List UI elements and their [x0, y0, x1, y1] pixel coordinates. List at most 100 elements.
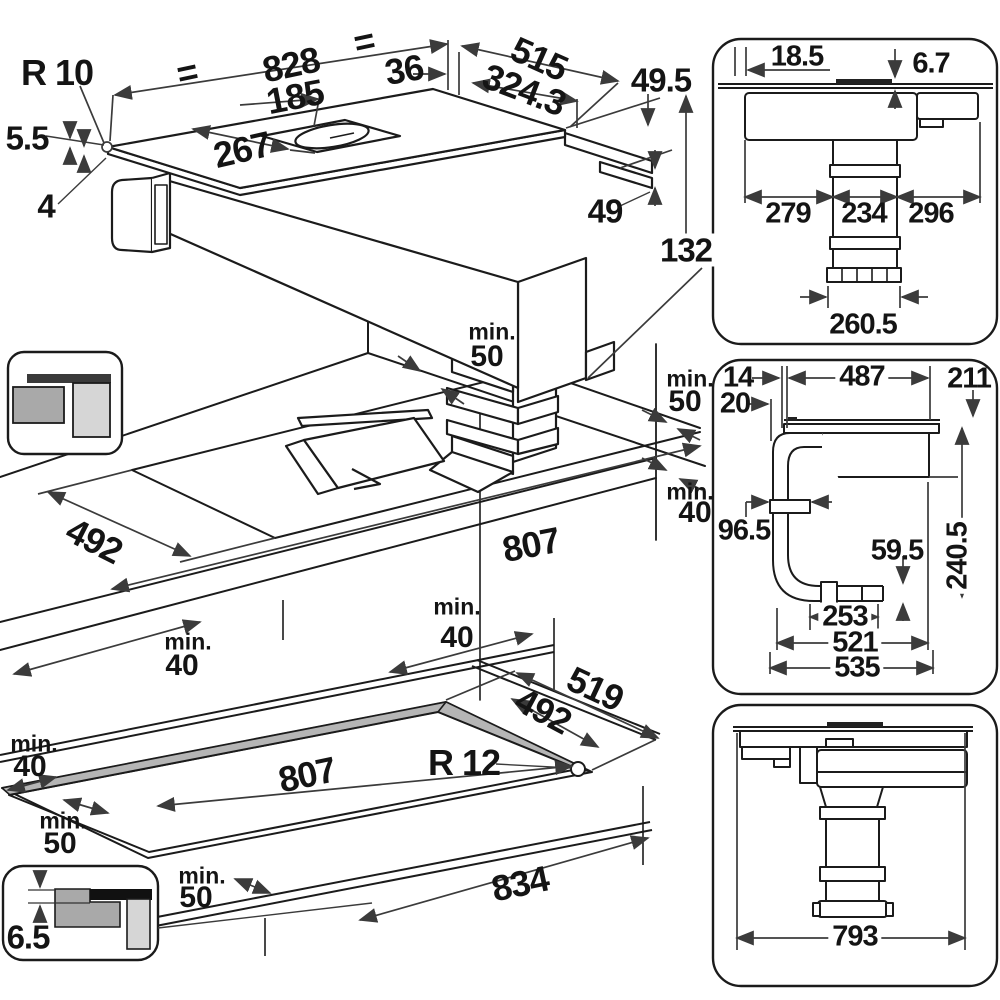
ext-793 — [736, 733, 966, 950]
iso-scene — [0, 275, 706, 701]
dim-r12: R 12 — [427, 742, 501, 783]
dim-234: 234 — [841, 197, 887, 230]
dim-260-5: 260.5 — [829, 308, 898, 341]
dim-18-5: 18.5 — [770, 40, 824, 73]
column-transition — [819, 786, 884, 808]
min50-right-arrow-a — [641, 407, 668, 423]
min50-back-arrow-b — [440, 387, 465, 405]
ext-267 — [289, 149, 316, 154]
extractor-inlet — [294, 122, 370, 150]
duct-collar-mid — [769, 499, 811, 514]
min-50-back: 50 — [470, 340, 504, 373]
min-40-plan-top: 40 — [440, 621, 474, 654]
appliance-block — [12, 386, 65, 424]
ref-chassis-bottom — [587, 267, 703, 379]
r10-leader — [79, 85, 105, 144]
hob-body-mid — [821, 432, 930, 478]
min-50-right: 50 — [668, 385, 702, 418]
duct-flange — [826, 267, 902, 283]
min-label-plan-front: min. — [178, 862, 226, 889]
dim-828-line — [113, 39, 449, 100]
inlet-cover-bar — [836, 79, 892, 84]
ext-185 — [313, 93, 321, 127]
dim-49: 49 — [587, 192, 624, 230]
foot-tab-left — [812, 902, 821, 917]
glass-section-mid — [783, 423, 940, 434]
ext-519-b — [591, 739, 656, 771]
dim-132: 132 — [655, 233, 717, 267]
pedestal-collar-1 — [445, 386, 520, 426]
panel-top-view — [711, 37, 999, 346]
extractor-inlet-tick — [329, 132, 355, 139]
dim-59-5: 59.5 — [870, 534, 924, 567]
leader-5-5 — [45, 135, 105, 146]
leader-49 — [619, 191, 651, 207]
dim-253: 253 — [818, 602, 872, 632]
dim-185-line — [239, 92, 320, 108]
blower-box — [816, 749, 968, 788]
dim-min40-mid-line — [12, 619, 202, 677]
ext-519-a — [445, 670, 516, 701]
inlet-bar-mid — [788, 417, 797, 421]
min-label-plan-left-40: min. — [10, 730, 58, 757]
dim-6-7: 6.7 — [912, 47, 950, 80]
worktop-bar — [27, 374, 111, 383]
r10-corner-point — [101, 141, 113, 153]
iso-appliance — [106, 87, 654, 496]
dim-r10: R 10 — [20, 52, 94, 93]
min-label-right-40: min. — [666, 478, 714, 505]
worktop-surface-bar — [90, 889, 152, 900]
dim-4: 4 — [37, 187, 55, 225]
control-pod — [110, 176, 154, 254]
dim-487: 487 — [835, 362, 889, 392]
iso-dimensions — [12, 39, 703, 677]
min-label-plan-top: min. — [433, 593, 481, 620]
plan-dimensions — [6, 631, 660, 923]
dim-240-5: 240.5 — [942, 518, 974, 594]
ext-515 — [569, 82, 619, 128]
min50-left-arrows — [62, 797, 110, 816]
dim-279: 279 — [765, 197, 811, 230]
column-lower — [825, 880, 880, 902]
dim-267-line — [191, 125, 290, 153]
min-50-plan-left: 50 — [43, 827, 77, 860]
column-foot — [817, 900, 888, 918]
hob-body-section — [744, 92, 918, 141]
duct-connector-box — [584, 340, 616, 382]
hob-right-step — [919, 118, 944, 128]
min-40-right: 40 — [678, 496, 712, 529]
chassis-front-face — [164, 178, 520, 390]
dim-5-5: 5.5 — [5, 119, 50, 157]
column-body — [825, 818, 880, 868]
dim-6-5: 6.5 — [6, 918, 51, 956]
flush-detail-icon — [1, 864, 373, 962]
dim-324-line — [471, 78, 579, 106]
chassis-right-face — [516, 256, 588, 404]
wall-base-left — [0, 352, 369, 478]
install-type-icon — [6, 350, 124, 456]
dim-807-plan-line — [156, 760, 574, 812]
dim-36: 36 — [381, 46, 427, 93]
ext-260-5 — [827, 286, 901, 308]
pedestal-collar-1-side — [516, 394, 560, 426]
dim-535: 535 — [830, 653, 884, 683]
dim-296: 296 — [908, 197, 954, 230]
leader-4 — [57, 157, 107, 205]
dim-807-line — [110, 442, 702, 593]
duct-flange-ticks — [841, 268, 888, 282]
dim-515-line — [460, 42, 620, 85]
dim-20: 20 — [719, 387, 751, 420]
foot-tab-right — [885, 902, 894, 917]
ref-top-right — [565, 97, 661, 129]
cutout-left-edge — [131, 469, 276, 539]
flat-duct-flange — [296, 408, 434, 428]
ext-14 — [781, 366, 788, 428]
cabinet-block — [72, 382, 111, 438]
ext-828-left — [109, 94, 114, 142]
cabinet-section-block — [126, 898, 151, 950]
min-40-mid: 40 — [165, 649, 199, 682]
dim-492-plan-line — [510, 698, 600, 748]
min-label-mid: min. — [164, 628, 212, 655]
right-frame-strip — [563, 131, 654, 175]
